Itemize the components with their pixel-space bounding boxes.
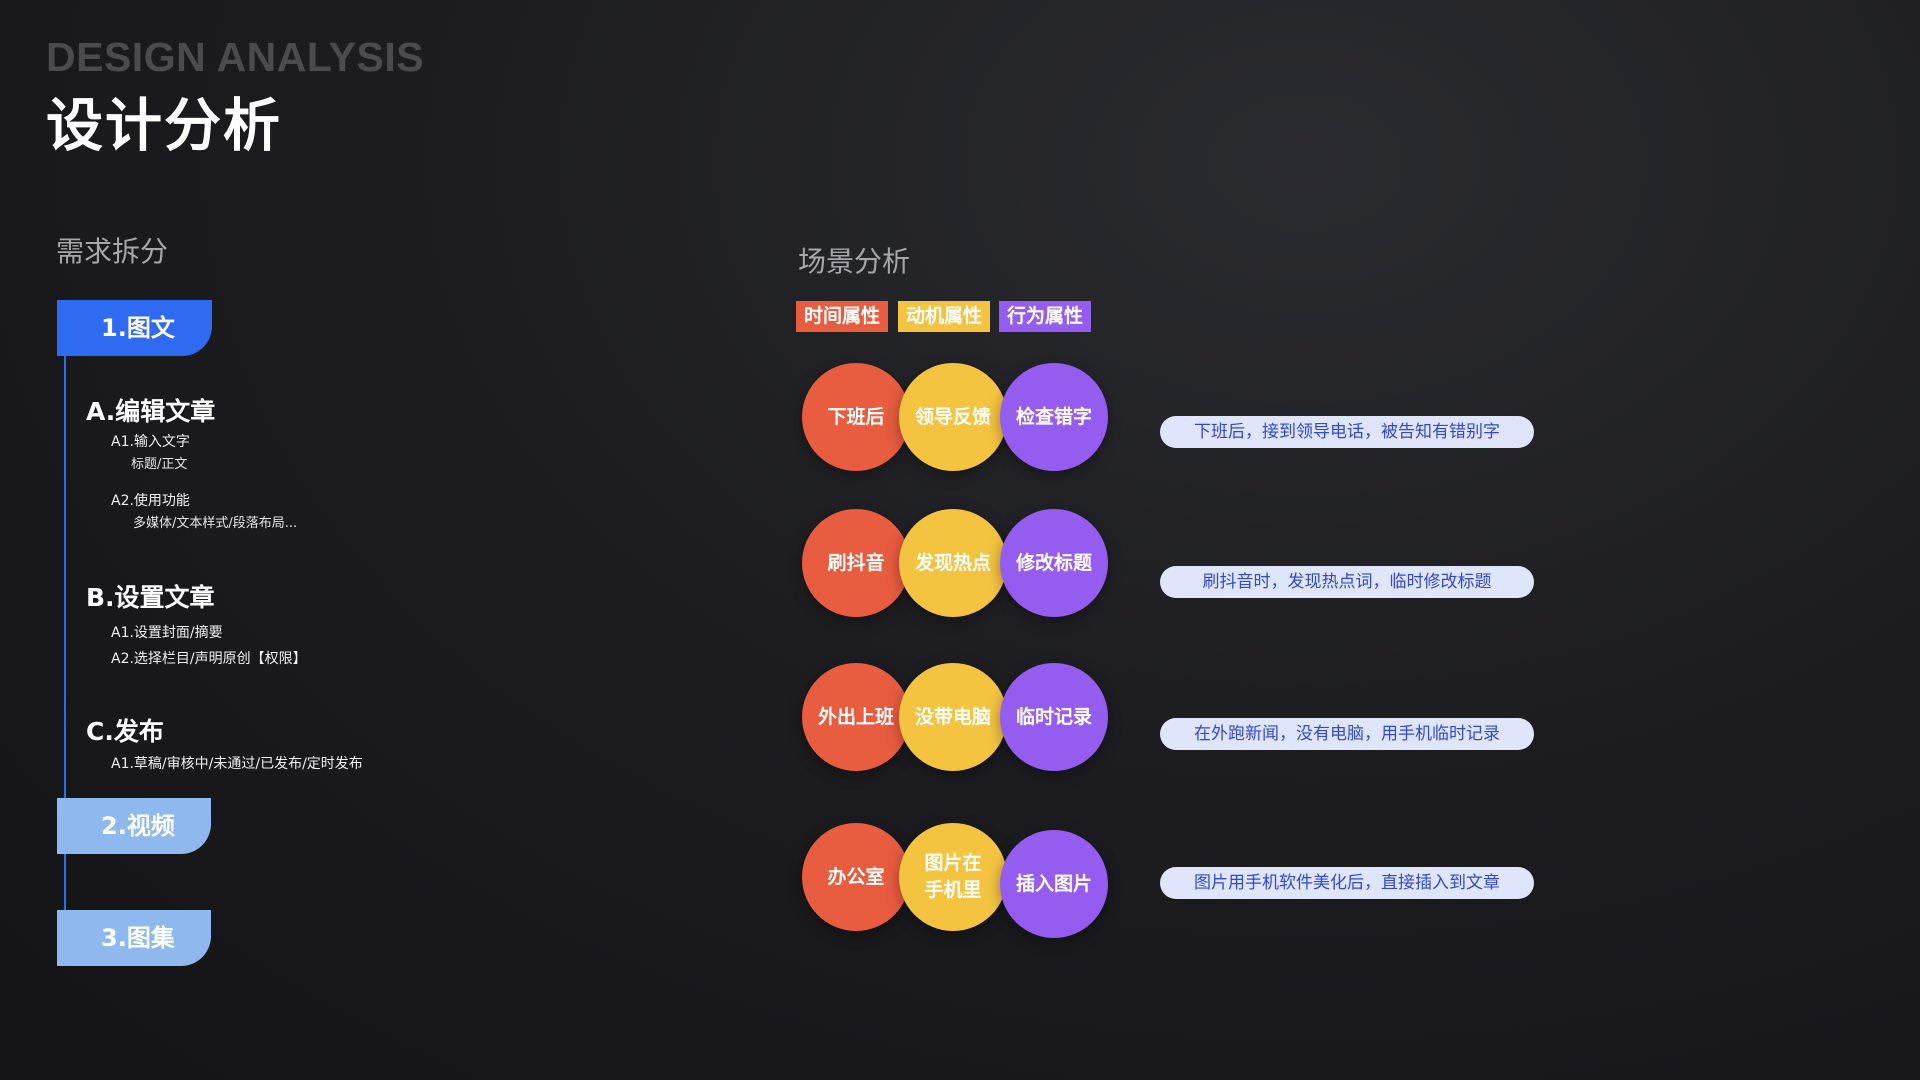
scenario-motive-circle: 发现热点 bbox=[899, 509, 1007, 617]
section-edit-article-title: A.编辑文章 bbox=[86, 397, 216, 426]
section-item-detail: 标题/正文 bbox=[131, 457, 188, 472]
section-item-detail: 多媒体/文本样式/段落布局... bbox=[133, 516, 298, 531]
scenario-action-circle: 临时记录 bbox=[1000, 663, 1108, 771]
page-title: 设计分析 bbox=[46, 93, 282, 159]
scenario-motive-circle: 图片在手机里 bbox=[899, 823, 1007, 931]
page-subtitle-en: DESIGN ANALYSIS bbox=[46, 34, 425, 80]
tab-image-text[interactable]: 1.图文 bbox=[57, 300, 212, 356]
tag-behavior-attribute: 行为属性 bbox=[999, 301, 1092, 332]
scenario-time-circle: 下班后 bbox=[802, 363, 910, 471]
scenario-description: 刷抖音时，发现热点词，临时修改标题 bbox=[1160, 566, 1534, 598]
scenario-time-circle: 刷抖音 bbox=[802, 509, 910, 617]
scenario-title: 场景分析 bbox=[798, 245, 911, 278]
timeline-line-2 bbox=[64, 854, 66, 910]
scenario-motive-circle: 领导反馈 bbox=[899, 363, 1007, 471]
tab-gallery[interactable]: 3.图集 bbox=[57, 910, 211, 966]
timeline-line bbox=[64, 350, 66, 798]
section-item: A1.草稿/审核中/未通过/已发布/定时发布 bbox=[111, 756, 363, 772]
section-set-article-title: B.设置文章 bbox=[86, 583, 215, 612]
scenario-motive-circle: 没带电脑 bbox=[899, 663, 1007, 771]
tab-video[interactable]: 2.视频 bbox=[57, 798, 211, 854]
requirements-title: 需求拆分 bbox=[56, 235, 169, 268]
scenario-description: 下班后，接到领导电话，被告知有错别字 bbox=[1160, 416, 1534, 448]
scenario-description: 在外跑新闻，没有电脑，用手机临时记录 bbox=[1160, 718, 1534, 750]
tag-motive-attribute: 动机属性 bbox=[898, 301, 991, 332]
section-item: A2.选择栏目/声明原创【权限】 bbox=[111, 651, 307, 667]
scenario-action-circle: 插入图片 bbox=[1000, 830, 1108, 938]
section-item: A2.使用功能 bbox=[111, 493, 190, 509]
tag-time-attribute: 时间属性 bbox=[796, 301, 889, 332]
section-item: A1.输入文字 bbox=[111, 434, 190, 450]
section-item: A1.设置封面/摘要 bbox=[111, 625, 223, 641]
scenario-action-circle: 检查错字 bbox=[1000, 363, 1108, 471]
scenario-time-circle: 办公室 bbox=[802, 823, 910, 931]
section-publish-title: C.发布 bbox=[86, 717, 164, 746]
scenario-time-circle: 外出上班 bbox=[802, 663, 910, 771]
scenario-description: 图片用手机软件美化后，直接插入到文章 bbox=[1160, 867, 1534, 899]
scenario-action-circle: 修改标题 bbox=[1000, 509, 1108, 617]
